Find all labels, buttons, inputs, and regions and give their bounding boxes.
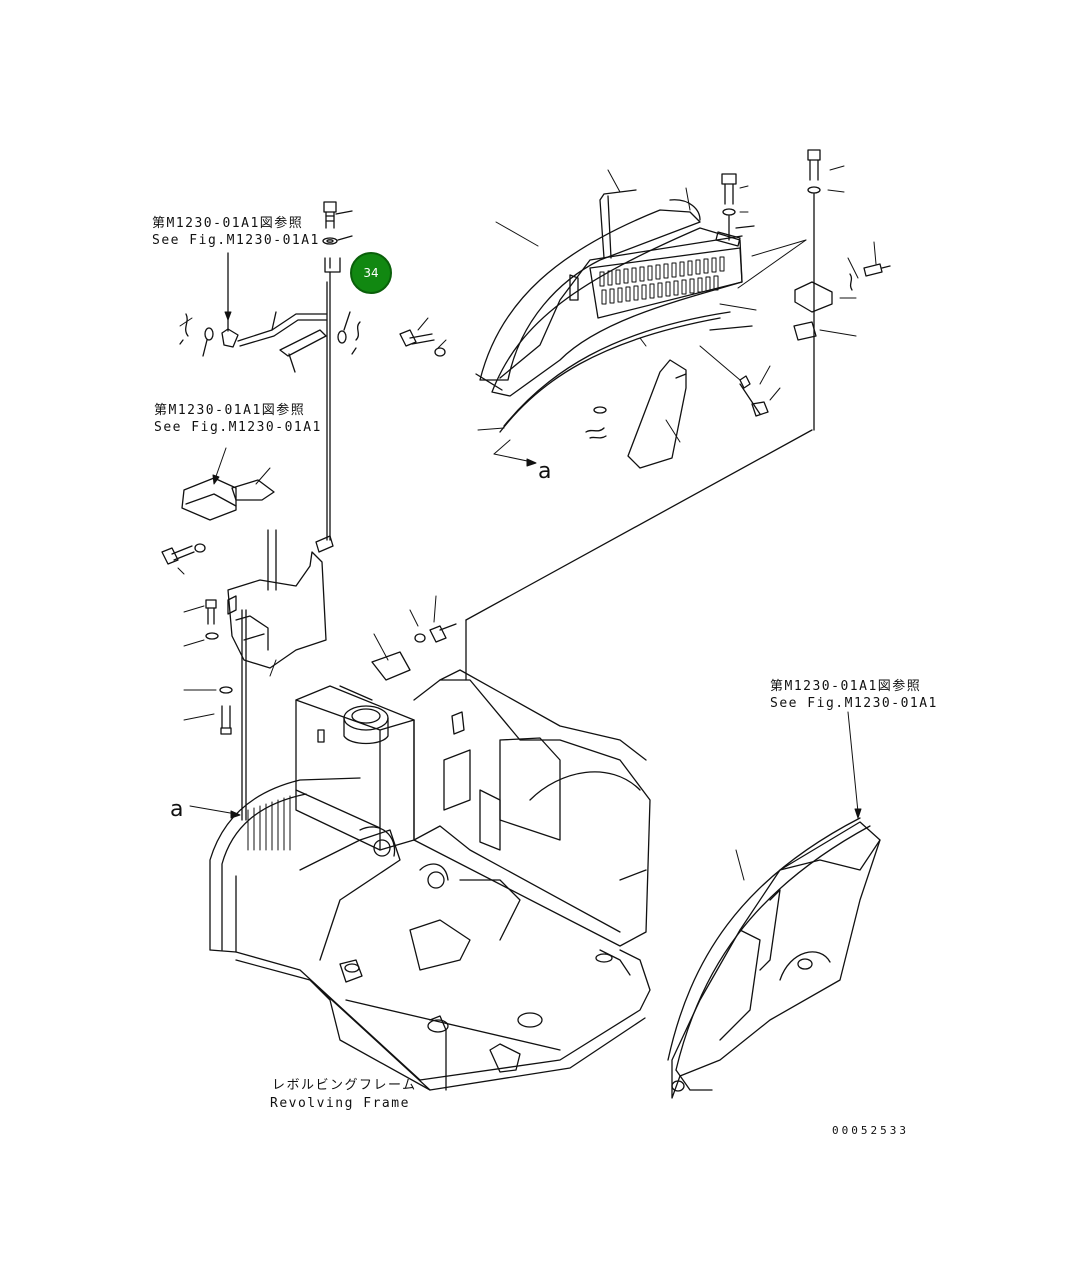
reference-note-2-jp: 第M1230-01A1図参照 — [154, 402, 305, 418]
frame-label-en: Revolving Frame — [270, 1096, 410, 1111]
operator-seat-base — [413, 429, 813, 947]
view-marker-a-left: a — [170, 797, 183, 822]
right-bracket-parts — [715, 149, 891, 431]
reference-note-1-en: See Fig.M1230-01A1 — [152, 233, 320, 248]
diagram-labels: 第M1230-01A1図参照 See Fig.M1230-01A1 第M1230… — [152, 215, 938, 1137]
view-marker-a-top: a — [538, 459, 551, 484]
reference-note-3-en: See Fig.M1230-01A1 — [770, 696, 938, 711]
frame-grille — [247, 795, 291, 851]
bracket-assembly — [161, 477, 327, 821]
reference-note-3-jp: 第M1230-01A1図参照 — [770, 678, 921, 694]
side-gusset — [627, 359, 687, 469]
louvre-slots — [599, 256, 725, 305]
top-bolt-stack — [315, 201, 353, 553]
reference-note-2-en: See Fig.M1230-01A1 — [154, 420, 322, 435]
side-cover — [667, 817, 881, 1099]
control-rod — [179, 252, 361, 373]
part-callout-number: 34 — [363, 266, 379, 280]
reference-note-1-jp: 第M1230-01A1図参照 — [152, 215, 303, 231]
mid-bolt — [399, 329, 769, 439]
hydraulic-tank — [295, 651, 415, 851]
upper-cover-panel — [475, 189, 753, 433]
leader-lines — [177, 165, 877, 881]
revolving-frame — [209, 777, 651, 1091]
frame-label-jp: レボルビングフレーム — [272, 1078, 417, 1093]
part-callout-34[interactable]: 34 — [350, 252, 392, 294]
drawing-number: 00052533 — [832, 1124, 909, 1137]
